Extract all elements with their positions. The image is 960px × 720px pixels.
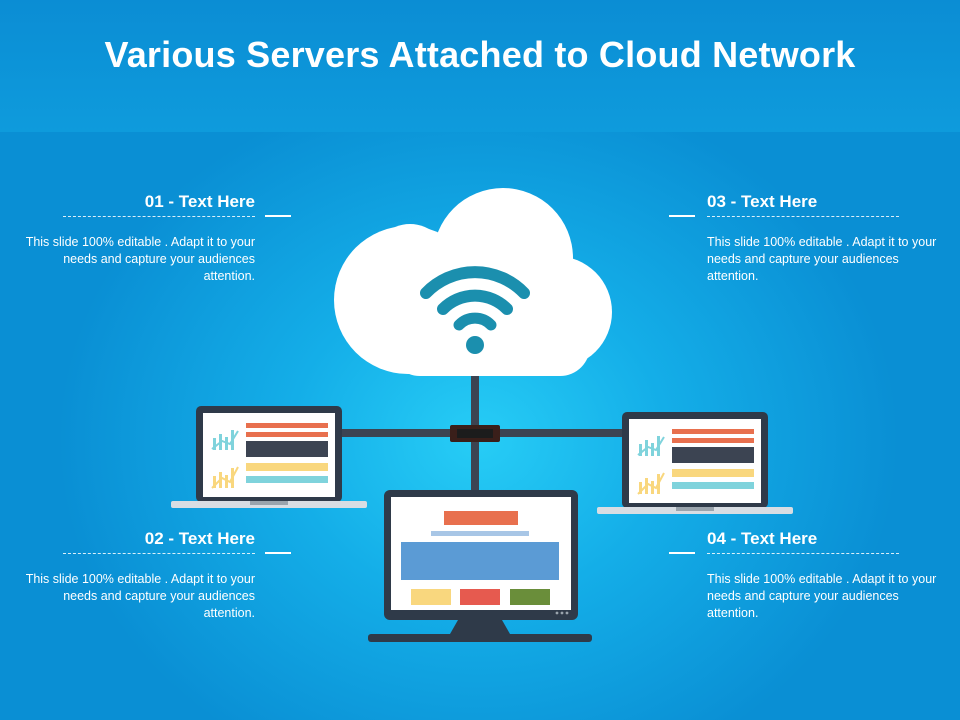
card-heading: 03 - Text Here <box>707 192 818 211</box>
card-description: This slide 100% editable . Adapt it to y… <box>707 572 937 620</box>
dashed-divider <box>707 553 899 554</box>
text-card-02: 02 - Text Here This slide 100% editable … <box>25 529 291 622</box>
divider-tick <box>265 215 291 217</box>
network-hub-port <box>457 429 493 438</box>
card-description: This slide 100% editable . Adapt it to y… <box>25 235 255 283</box>
card-description: This slide 100% editable . Adapt it to y… <box>707 235 937 283</box>
card-description: This slide 100% editable . Adapt it to y… <box>25 572 255 620</box>
divider-tick <box>669 215 695 217</box>
divider-tick <box>669 552 695 554</box>
card-heading: 01 - Text Here <box>144 192 255 211</box>
page-title: Various Servers Attached to Cloud Networ… <box>104 34 856 75</box>
header-band <box>0 0 960 132</box>
dashed-divider <box>63 216 255 217</box>
card-heading: 02 - Text Here <box>144 529 255 548</box>
laptop-left-icon <box>171 406 367 508</box>
divider-tick <box>265 552 291 554</box>
dashed-divider <box>707 216 899 217</box>
dashed-divider <box>63 553 255 554</box>
laptop-right-icon <box>597 412 793 514</box>
wifi-icon <box>420 266 530 354</box>
text-card-04: 04 - Text Here This slide 100% editable … <box>669 529 937 622</box>
card-heading: 04 - Text Here <box>707 529 818 548</box>
text-card-01: 01 - Text Here This slide 100% editable … <box>25 192 291 285</box>
monitor-icon <box>368 490 592 642</box>
network-cables <box>340 372 624 494</box>
text-card-03: 03 - Text Here This slide 100% editable … <box>669 192 937 285</box>
